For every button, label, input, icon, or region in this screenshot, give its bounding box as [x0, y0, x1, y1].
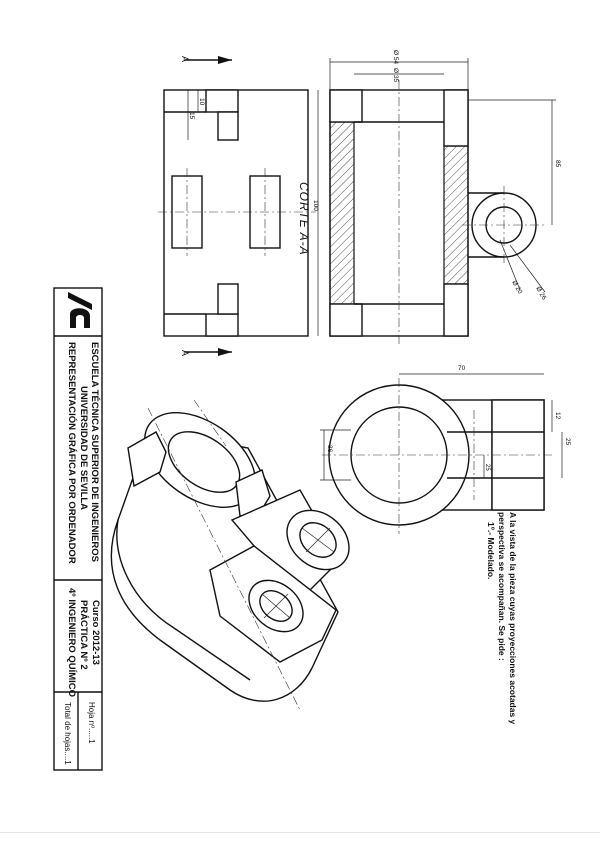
section-view: CORTE A-A Ø 54 Ø 35 100 85 Ø 20 Ø 26 [297, 50, 561, 346]
scan-edge-line [0, 832, 600, 833]
dim-overall-length: 100 [312, 200, 319, 211]
dim-lug-d1: Ø 26 [534, 286, 547, 302]
total-sheets: Total de hojas....1 [63, 702, 72, 765]
dim-front-diameter: 36 [326, 445, 333, 453]
subject-name: REPRESENTACIÓN GRÁFICA POR ORDENADOR [66, 342, 78, 564]
dim-lug-t1: 12 [554, 412, 561, 420]
dim-lug-t3: 25 [484, 464, 490, 471]
cut-mark-bottom: A [180, 348, 232, 356]
cut-mark-bottom-label: A [180, 350, 190, 356]
instructions-line1: A la vista de la pieza cuyas proyeccione… [508, 512, 518, 725]
dim-inner-diameter: Ø 35 [392, 68, 399, 82]
dim-slot-b: 15 [188, 112, 195, 120]
cut-mark-top-label: A [180, 56, 190, 62]
section-label: CORTE A-A [297, 182, 311, 256]
dim-outer-diameter: Ø 54 [392, 50, 399, 64]
university-name: UNIVERSIDAD DE SEVILLA [78, 386, 89, 510]
side-view: 70 12 25 25 36 [320, 365, 571, 534]
course-label: Curso 2012-13 [90, 600, 101, 665]
dim-slot-a: 10 [198, 98, 205, 106]
top-view: A A 10 15 [158, 56, 316, 356]
practice-label: PRÁCTICA Nº 2 [78, 600, 89, 670]
school-name: ESCUELA TÉCNICA SUPERIOR DE INGENIEROS [89, 342, 100, 562]
instructions-line2: perspectiva se acompañan. Se pide : [497, 512, 507, 661]
isometric-view [110, 399, 350, 711]
instructions: A la vista de la pieza cuyas proyeccione… [486, 512, 518, 725]
dim-lug-t2: 25 [564, 438, 571, 446]
dim-lug-d2: Ø 20 [510, 280, 523, 296]
degree-label: 4º INGENIERO QUÍMICO [66, 588, 77, 697]
dim-lug-length: 70 [458, 365, 466, 372]
title-block: ESCUELA TÉCNICA SUPERIOR DE INGENIEROS U… [53, 287, 103, 771]
instructions-line3: 1º.- Modelado. [486, 522, 496, 579]
sheet-number: Hoja nº.....1 [87, 702, 96, 744]
dim-lug-offset: 85 [554, 160, 561, 168]
school-logo-icon [68, 292, 92, 328]
cut-mark-top: A [180, 56, 232, 64]
